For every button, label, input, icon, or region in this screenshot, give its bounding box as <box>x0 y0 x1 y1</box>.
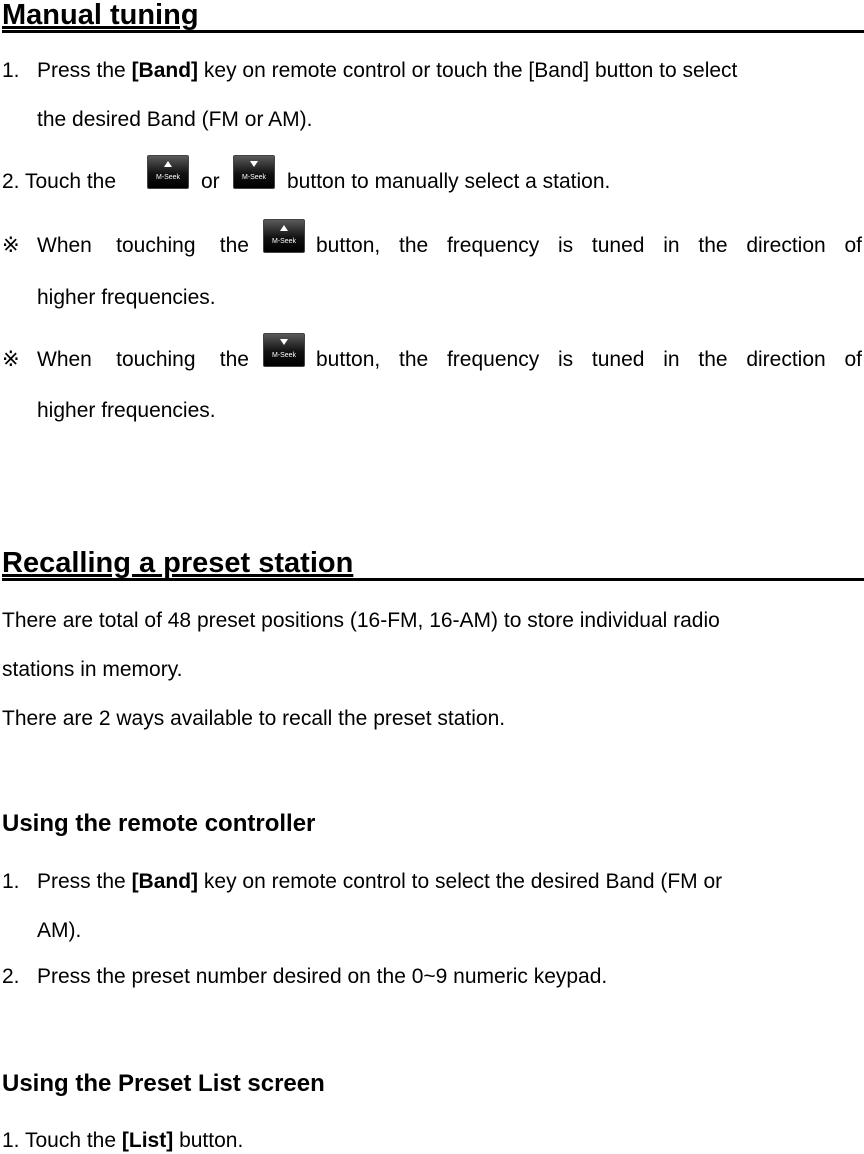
remote-step1-cont: AM). <box>37 919 82 942</box>
note1-cont: higher frequencies. <box>37 286 216 309</box>
note-mark: ※ <box>2 234 20 257</box>
m-seek-down-button-icon: M-Seek <box>233 155 275 189</box>
m-seek-down-button-icon: M-Seek <box>263 333 305 367</box>
manual-tuning-heading: Manual tuning <box>2 1 864 33</box>
manual-tuning-step2-pre: 2. Touch the <box>2 170 117 193</box>
recalling-para1-line1: There are total of 48 preset positions (… <box>2 609 720 632</box>
note2-words-b: button, the frequency is tuned in the di… <box>316 348 862 371</box>
recalling-para1-line2: stations in memory. <box>2 658 183 681</box>
arrow-down-icon <box>250 161 258 167</box>
step-number: 1. <box>2 59 20 82</box>
manual-tuning-step2-or: or <box>201 170 220 193</box>
m-seek-up-button-icon: M-Seek <box>147 155 189 189</box>
m-seek-up-button-icon: M-Seek <box>263 219 305 253</box>
preset-list-heading: Using the Preset List screen <box>2 1070 325 1097</box>
arrow-up-icon <box>164 161 172 167</box>
step-number: 2. <box>2 965 20 988</box>
note-mark: ※ <box>2 348 20 371</box>
recalling-heading: Recalling a preset station <box>2 549 864 581</box>
remote-step1: Press the [Band] key on remote control t… <box>37 870 723 893</box>
note1-words-a: When touching the <box>37 234 249 257</box>
remote-step2: Press the preset number desired on the 0… <box>37 965 608 988</box>
note1-words-b: button, the frequency is tuned in the di… <box>316 234 862 257</box>
note2-words-a: When touching the <box>37 348 249 371</box>
recalling-para2: There are 2 ways available to recall the… <box>2 707 506 730</box>
note2-cont: higher frequencies. <box>37 399 216 422</box>
step-number: 1. <box>2 870 20 893</box>
manual-tuning-step2-post: button to manually select a station. <box>287 170 611 193</box>
arrow-down-icon <box>280 339 288 345</box>
remote-heading: Using the remote controller <box>2 810 316 837</box>
preset-list-step1: 1. Touch the [List] button. <box>2 1129 244 1152</box>
arrow-up-icon <box>280 225 288 231</box>
manual-tuning-step1-cont: the desired Band (FM or AM). <box>37 108 313 131</box>
manual-tuning-step1: Press the [Band] key on remote control o… <box>37 59 738 82</box>
